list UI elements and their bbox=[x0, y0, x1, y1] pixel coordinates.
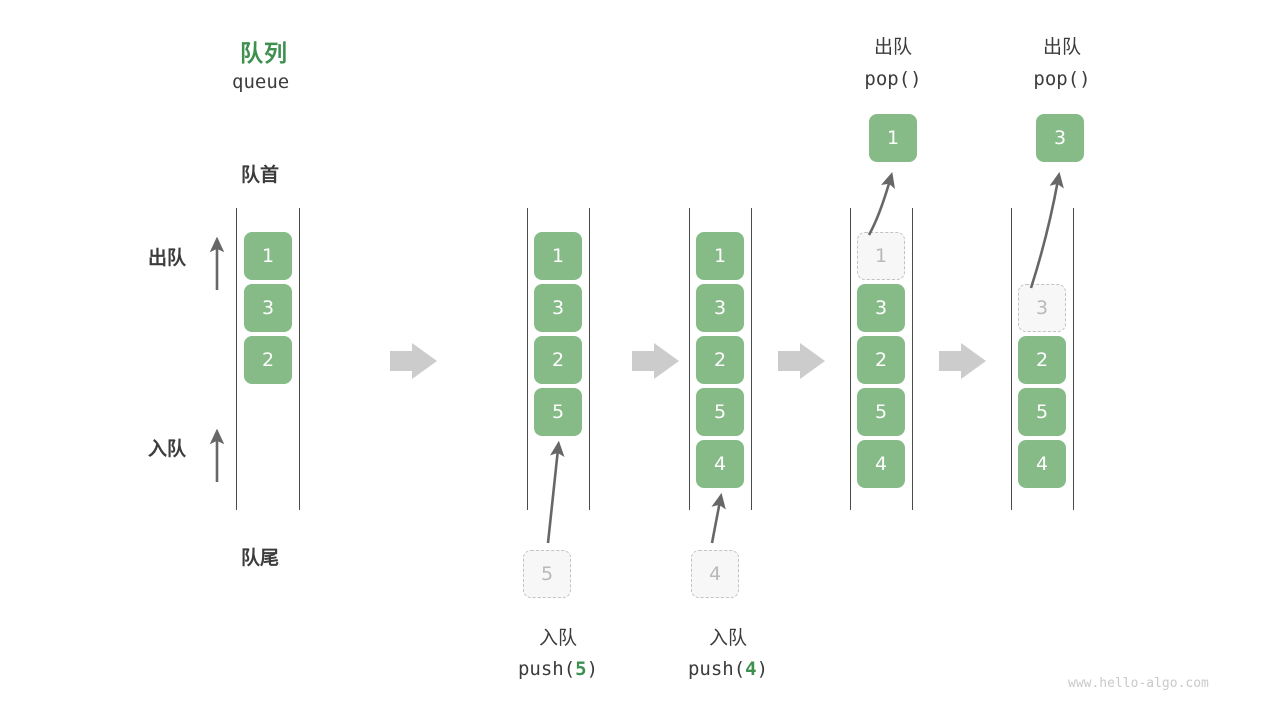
flow-arrow-3-icon bbox=[778, 343, 825, 379]
stage-1-cell-1: 3 bbox=[244, 284, 292, 332]
stage-4-cell-2: 2 bbox=[857, 336, 905, 384]
stage-2-rail-right bbox=[589, 208, 591, 510]
stage-3-incoming-ghost-cell: 4 bbox=[691, 550, 739, 598]
stage-2-cell-0: 1 bbox=[534, 232, 582, 280]
stage-3-push-arrow-icon bbox=[710, 492, 726, 544]
stage-5-popped-cell: 3 bbox=[1036, 114, 1084, 162]
stage-4-cell-3: 5 bbox=[857, 388, 905, 436]
stage-3-caption-cn: 入队 bbox=[708, 627, 747, 649]
stage-4-rail-right bbox=[912, 208, 914, 510]
stage-5-cell-2: 2 bbox=[1018, 336, 1066, 384]
stage-3-rail-left bbox=[689, 208, 691, 510]
stage-5-rail-left bbox=[1011, 208, 1013, 510]
stage-5-caption-cn: 出队 bbox=[1042, 36, 1081, 58]
stage-3-cell-2: 2 bbox=[696, 336, 744, 384]
diagram-title-en: queue bbox=[232, 71, 290, 93]
stage-4-cell-1: 3 bbox=[857, 284, 905, 332]
queue-front-label: 队首 bbox=[241, 164, 280, 186]
stage-1-rail-right bbox=[299, 208, 301, 510]
stage-1-cell-0: 1 bbox=[244, 232, 292, 280]
stage-1-cell-2: 2 bbox=[244, 336, 292, 384]
stage-3-cell-3: 5 bbox=[696, 388, 744, 436]
stage-4-popped-cell: 1 bbox=[869, 114, 917, 162]
stage-2-rail-left bbox=[527, 208, 529, 510]
stage-4-caption-cn: 出队 bbox=[873, 36, 912, 58]
stage-3-cell-0: 1 bbox=[696, 232, 744, 280]
stage-5-cell-1-ghost: 3 bbox=[1018, 284, 1066, 332]
stage-3-cell-1: 3 bbox=[696, 284, 744, 332]
enqueue-direction-label: 入队 bbox=[148, 438, 187, 460]
stage-2-cell-2: 2 bbox=[534, 336, 582, 384]
stage-5-cell-4: 4 bbox=[1018, 440, 1066, 488]
stage-4-cell-4: 4 bbox=[857, 440, 905, 488]
stage-4-pop-arrow-icon bbox=[867, 172, 895, 236]
stage-5-pop-arrow-icon bbox=[1029, 171, 1064, 289]
stage-3-code-suffix: ) bbox=[756, 658, 769, 680]
stage-5-rail-right bbox=[1073, 208, 1075, 510]
stage-4-caption-code: pop() bbox=[864, 68, 922, 90]
stage-3-rail-right bbox=[751, 208, 753, 510]
stage-5-caption-code: pop() bbox=[1033, 68, 1091, 90]
queue-rear-label: 队尾 bbox=[241, 547, 280, 569]
stage-2-cell-1: 3 bbox=[534, 284, 582, 332]
stage-2-cell-3: 5 bbox=[534, 388, 582, 436]
stage-2-caption-code: push(5) bbox=[498, 658, 618, 680]
flow-arrow-4-icon bbox=[939, 343, 986, 379]
stage-2-incoming-ghost-cell: 5 bbox=[523, 550, 571, 598]
stage-4-cell-0-ghost: 1 bbox=[857, 232, 905, 280]
flow-arrow-1-icon bbox=[390, 343, 437, 379]
stage-3-code-prefix: push( bbox=[687, 658, 746, 680]
stage-2-code-prefix: push( bbox=[517, 658, 576, 680]
stage-2-code-num: 5 bbox=[575, 658, 587, 680]
stage-3-code-num: 4 bbox=[745, 658, 757, 680]
watermark: www.hello-algo.com bbox=[1068, 676, 1209, 691]
stage-3-caption-code: push(4) bbox=[668, 658, 788, 680]
stage-2-caption-cn: 入队 bbox=[538, 627, 577, 649]
stage-4-rail-left bbox=[850, 208, 852, 510]
stage-1-rail-left bbox=[236, 208, 238, 510]
stage-2-code-suffix: ) bbox=[586, 658, 599, 680]
dequeue-direction-label: 出队 bbox=[148, 247, 187, 269]
diagram-title-cn: 队列 bbox=[240, 41, 288, 67]
stage-2-push-arrow-icon bbox=[546, 440, 565, 544]
stage-3-cell-4: 4 bbox=[696, 440, 744, 488]
flow-arrow-2-icon bbox=[632, 343, 679, 379]
stage-5-cell-3: 5 bbox=[1018, 388, 1066, 436]
